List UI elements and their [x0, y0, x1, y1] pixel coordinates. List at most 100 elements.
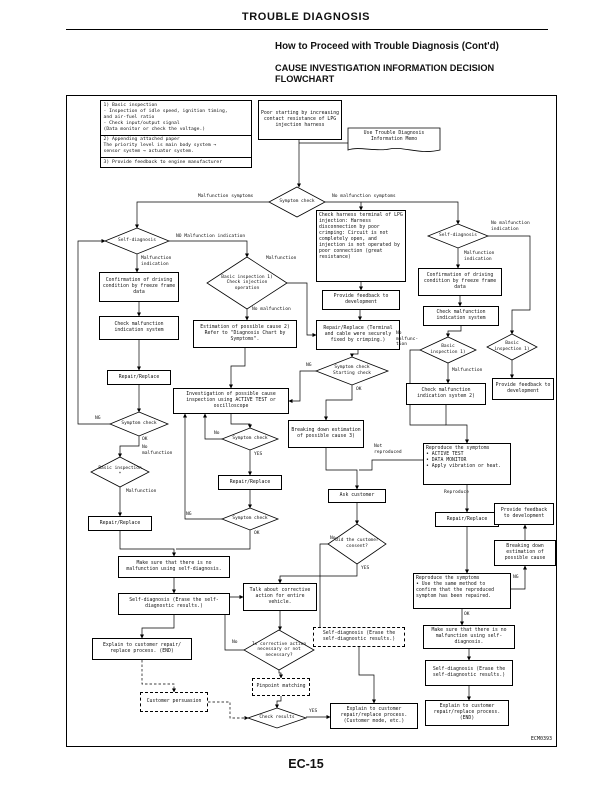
basic-inspection-right-a: Basic inspection 1): [430, 344, 466, 355]
label-yes-results: YES: [309, 709, 318, 714]
edge-10: [77, 238, 110, 425]
label-no-malfunction-symptoms: No malfunction symptoms: [332, 194, 396, 199]
label-malfunction-left: Malfunction: [126, 489, 157, 494]
self-diagnosis-erase-right: Self-diagnosis (Erase the self-diagnosti…: [425, 660, 513, 686]
symptom-check-top-shape: [268, 186, 326, 218]
label-ng-right: NG: [513, 575, 519, 580]
check-malfunction-right: Check malfunction indication system: [423, 306, 499, 326]
check-malfunction-2-right: Check malfunction indication system 2): [406, 383, 486, 405]
check-malfunction-left: Check malfunction indication system: [99, 316, 179, 340]
edge-20: [287, 282, 317, 338]
label-malfunction-symptoms: Malfunction symptoms: [198, 194, 254, 199]
feedback-development-right-1: Provide feedback to development: [492, 378, 554, 400]
check-harness-box: Check harness terminal of LPG injection:…: [316, 210, 406, 282]
repair-replace-mid: Repair/Replace: [218, 475, 282, 490]
label-no-malfunction-right: No malfunc- tion: [396, 331, 419, 348]
edge-37: [224, 594, 244, 651]
label-malfunction-mid: Malfunction: [266, 256, 297, 261]
edge-45: [445, 326, 462, 338]
label-ok-left: OK: [142, 437, 148, 442]
basic-inspection-right-b: Basic inspection 1): [494, 341, 530, 352]
edge-38: [278, 670, 284, 679]
edge-14: [176, 530, 251, 550]
talk-corrective: Talk about corrective action for entire …: [243, 583, 317, 611]
edge-29: [349, 350, 359, 358]
breaking-down-right: Breaking down estimation of possible cau…: [494, 540, 556, 566]
repair-replace-right: Repair/Replace: [435, 512, 499, 527]
trouble-diagnosis-memo: Use Trouble Diagnosis Information Memo: [363, 131, 425, 142]
symptom-check-mid-1: Symptom check: [232, 436, 268, 442]
label-ng-startcheck: NG: [306, 363, 312, 368]
label-no-malfunction-indication-left: NO Malfunction indication: [176, 234, 246, 239]
repair-replace-left-2: Repair/Replace: [88, 516, 152, 531]
label-ok-startcheck: OK: [356, 387, 362, 392]
symptom-check-mid-2: Symptom check: [232, 516, 268, 522]
explain-customer-right: Explain to customer repair/replace proce…: [425, 700, 509, 726]
label-malfunction-indication-left: Malfunction indication: [141, 256, 172, 267]
feedback-development-right-2: Provide feedback to development: [494, 503, 554, 525]
symptom-check-top: Symptom check: [279, 199, 315, 205]
explain-customer-mode: Explain to customer repair/replace proce…: [330, 703, 418, 729]
check-results-shape: [246, 707, 308, 729]
pinpoint-matching: Pinpoint matching: [252, 678, 310, 696]
self-diagnosis-erase-left: Self-diagnosis (Erase the self-diagnosti…: [118, 593, 230, 615]
confirmation-freeze-left: Confirmation of driving condition by fre…: [99, 272, 179, 302]
label-ng-mid-2: NG: [186, 512, 192, 517]
edge-16: [139, 615, 175, 639]
self-diagnosis-erase-mid: Self-diagnosis (Erase the self-diagnosti…: [313, 627, 405, 647]
edge-30: [288, 370, 316, 404]
breaking-down-mid: Breaking down estimation of possible cau…: [288, 420, 364, 448]
edge-18: [208, 701, 249, 721]
customer-persuasion: Customer persuasion: [140, 692, 208, 712]
basic-inspection-left: Basic inspection *: [98, 466, 142, 477]
make-sure-left: Make sure that there is no malfunction u…: [118, 556, 230, 578]
self-diagnosis-left: Self-diagnosis: [118, 238, 156, 244]
edge-41: [358, 647, 377, 704]
reproduce-confirm-box: Reproduce the symptoms • Use the same me…: [413, 573, 511, 609]
edge-50: [359, 459, 423, 471]
label-no-mid-1: No: [214, 431, 220, 436]
legend-note-2: 2) Appending attached paper The priority…: [100, 134, 252, 158]
feedback-development-mid: Provide feedback to development: [322, 290, 400, 310]
customer-consent: Did the customer consent?: [335, 538, 379, 549]
repair-replace-terminal: Repair/Replace (Terminal and cable were …: [316, 320, 400, 350]
edge-26: [182, 413, 222, 520]
label-ok-mid-2: OK: [254, 531, 260, 536]
repair-replace-left-1: Repair/Replace: [107, 370, 171, 385]
edge-11: [117, 436, 140, 458]
label-no-malfunction-left: No malfunction: [142, 445, 173, 456]
edge-39: [274, 696, 282, 709]
label-yes-mid-1: YES: [254, 452, 263, 457]
basic-inspection-mid: Basic inspection 1) Check injection oper…: [221, 274, 273, 291]
page-header-title: TROUBLE DIAGNOSIS: [241, 11, 371, 23]
reproduce-symptoms-box: Reproduce the symptoms • ACTIVE TEST • D…: [423, 443, 511, 485]
estimation-box: Estimation of possible cause 2) Refer to…: [193, 320, 297, 348]
label-malfunction-indication-right: Malfunction indication: [464, 251, 495, 262]
edge-2: [134, 201, 269, 229]
section-title: How to Proceed with Trouble Diagnosis (C…: [275, 41, 499, 52]
edge-23: [202, 413, 222, 440]
page-number: EC-15: [288, 757, 324, 771]
subsection-title-line1: CAUSE INVESTIGATION INFORMATION DECISION: [275, 63, 495, 73]
poor-starting-box: Poor starting by increasing contact resi…: [258, 100, 342, 140]
edge-43: [488, 235, 531, 335]
legend-notes: 1) Basic inspection - Inspection of idle…: [100, 100, 252, 169]
ask-customer: Ask customer: [328, 489, 386, 503]
edge-13: [119, 531, 177, 557]
label-malfunction-right: Malfunction: [452, 368, 483, 373]
edge-6: [169, 240, 250, 258]
edge-3: [325, 201, 461, 225]
self-diagnosis-right: Self-diagnosis: [439, 233, 477, 239]
label-yes-consent: YES: [361, 566, 370, 571]
edge-31: [323, 385, 353, 421]
label-not-reproduced: Not reproduced: [374, 444, 402, 455]
label-ok-right: OK: [464, 612, 470, 617]
confirmation-freeze-right: Confirmation of driving condition by fre…: [418, 268, 502, 296]
figure-code: ECM0393: [530, 736, 552, 742]
edge-17: [141, 660, 177, 693]
edge-47: [445, 405, 470, 444]
legend-note-1: 1) Basic inspection - Inspection of idle…: [100, 100, 252, 136]
